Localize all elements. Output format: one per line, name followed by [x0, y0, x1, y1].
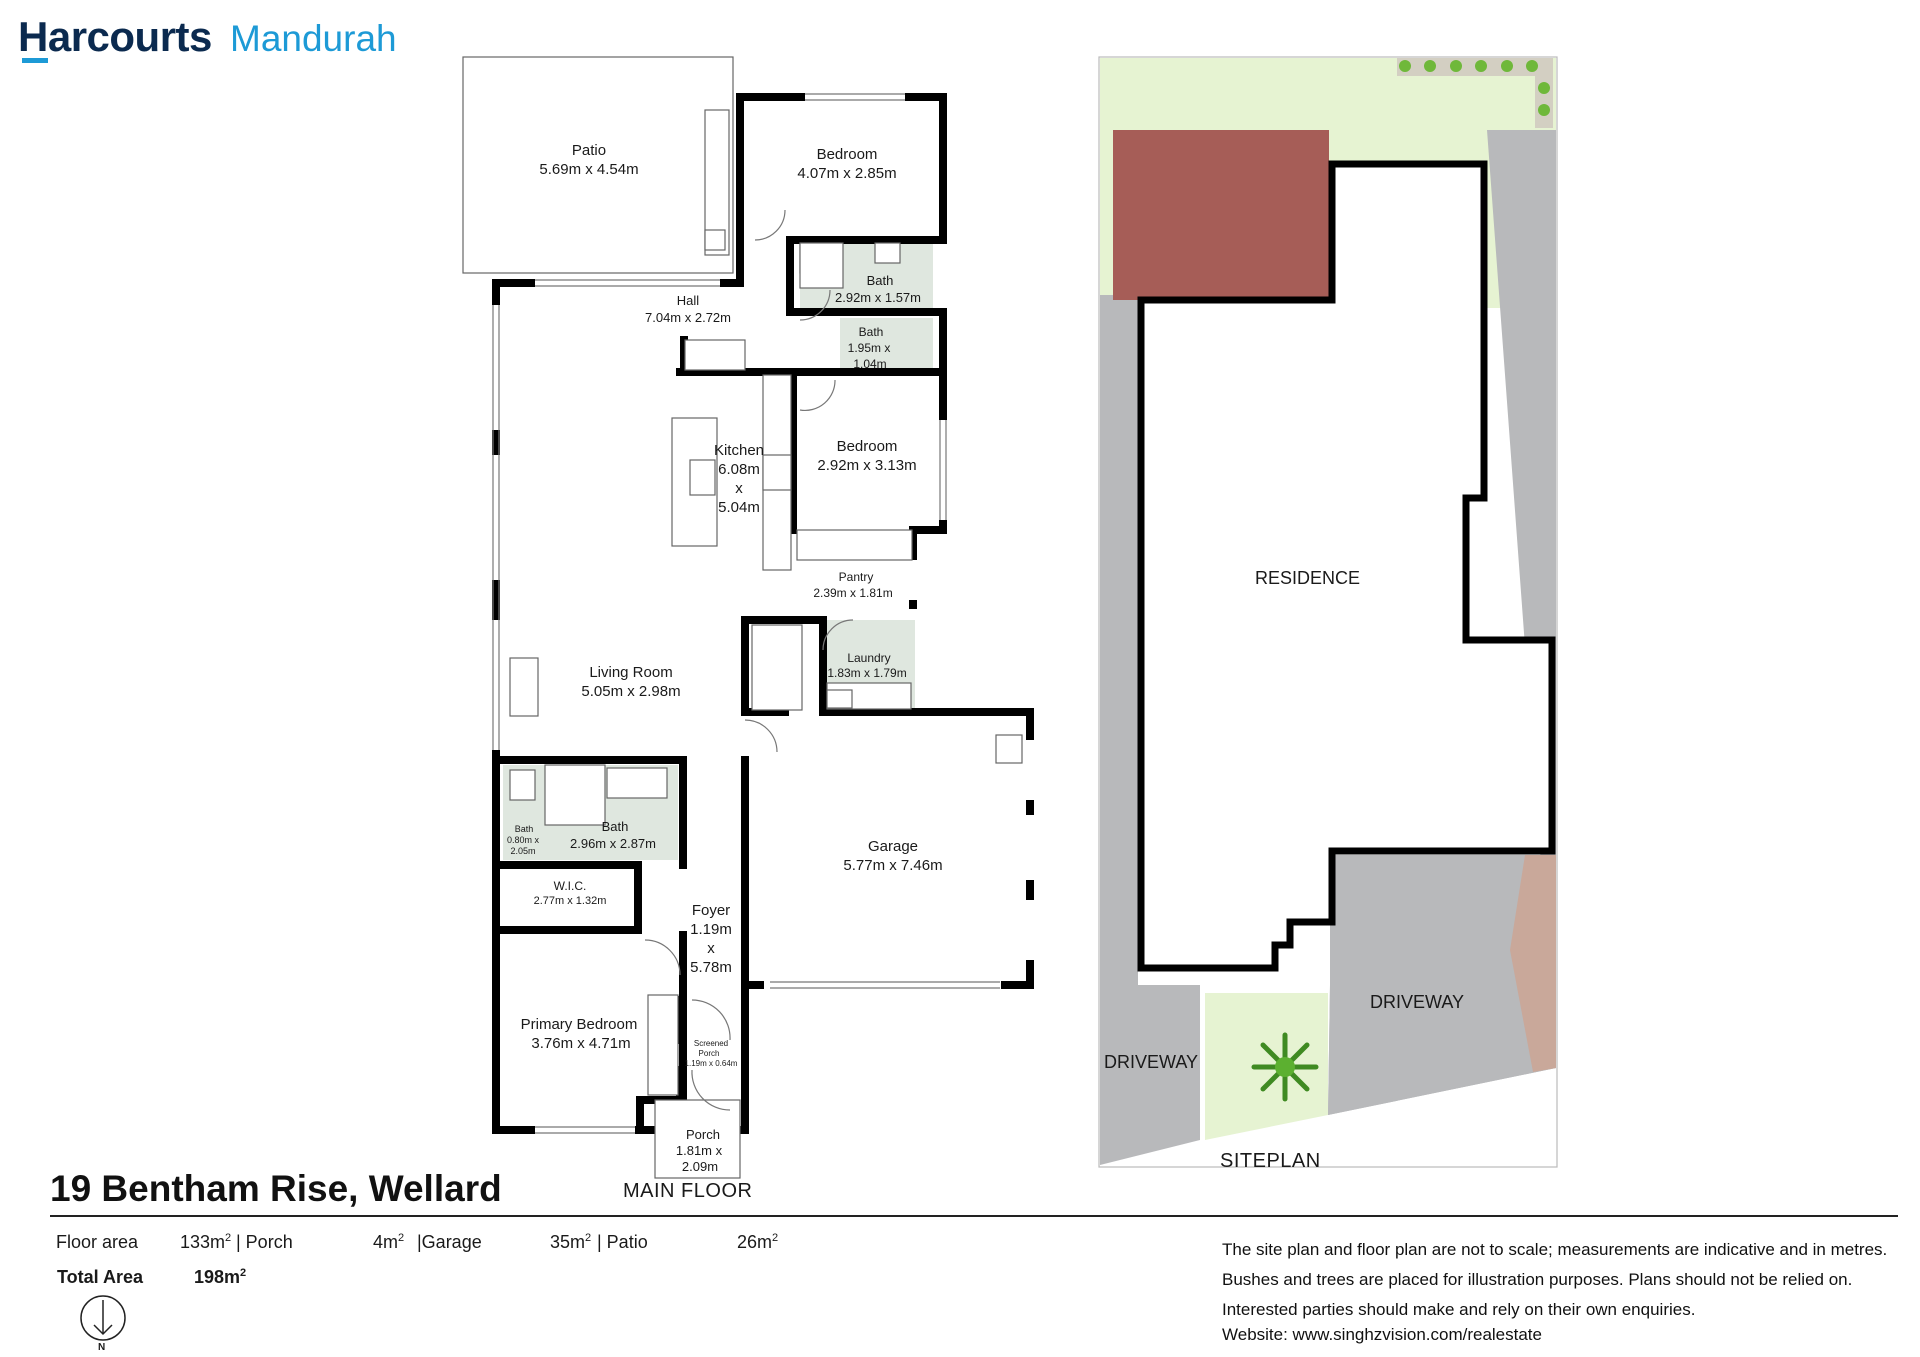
room-patio-dims: 5.69m x 4.54m: [539, 161, 638, 178]
garage-area-value: 35m2: [550, 1232, 592, 1252]
room-garage-dims: 5.77m x 7.46m: [843, 857, 942, 874]
room-pantry-dims: 2.39m x 1.81m: [813, 586, 892, 600]
room-screened-name-2: Porch: [699, 1049, 720, 1058]
room-bedroom1-dims: 4.07m x 2.85m: [797, 165, 896, 182]
patio-area-value: 26m2: [737, 1232, 779, 1252]
room-patio-name: Patio: [572, 142, 606, 159]
room-bath2-dims-1: 1.95m x: [848, 341, 891, 355]
driveway-left: [1100, 875, 1200, 1165]
room-hall-name: Hall: [677, 293, 700, 308]
compass-label: N: [98, 1342, 106, 1353]
room-bath4-dims-2: 2.05m: [510, 846, 535, 856]
room-bedroom2-dims: 2.92m x 3.13m: [817, 457, 916, 474]
room-foyer-dims-1: 1.19m: [690, 921, 732, 938]
room-bath1-dims: 2.92m x 1.57m: [835, 290, 921, 305]
room-living-name: Living Room: [589, 664, 672, 681]
room-porch-dims-2: 2.09m: [682, 1159, 718, 1174]
bath-tiles: [840, 318, 933, 370]
disclaimer-line-2: Bushes and trees are placed for illustra…: [1222, 1270, 1853, 1289]
room-bath4-name: Bath: [515, 824, 534, 834]
room-foyer-dims-3: 5.78m: [690, 959, 732, 976]
room-laundry-name: Laundry: [847, 651, 890, 665]
room-screened-dims: 1.19m x 0.64m: [685, 1059, 738, 1068]
siteplan-title: SITEPLAN: [1220, 1150, 1321, 1172]
room-kitchen-dims-1: 6.08m: [718, 461, 760, 478]
room-living-dims: 5.05m x 2.98m: [581, 683, 680, 700]
room-screened-name-1: Screened: [694, 1039, 728, 1048]
total-area-label: Total Area: [57, 1267, 144, 1287]
website-link[interactable]: Website: www.singhzvision.com/realestate: [1222, 1325, 1542, 1344]
garage-label: |Garage: [417, 1232, 482, 1252]
property-address: 19 Bentham Rise, Wellard: [50, 1168, 502, 1209]
logo-accent-bar: [22, 58, 48, 63]
room-laundry-dims: 1.83m x 1.79m: [827, 666, 906, 680]
brand-logo: Harcourts: [18, 13, 212, 60]
bush-icons: [1397, 58, 1553, 128]
room-bath4-dims-1: 0.80m x: [507, 835, 540, 845]
side-paving-left: [1100, 295, 1138, 875]
room-bath2-name: Bath: [859, 325, 884, 339]
room-kitchen-name: Kitchen: [714, 442, 764, 459]
total-area-value: 198m2: [194, 1267, 247, 1287]
room-foyer-dims-2: x: [707, 940, 715, 957]
room-bath1-name: Bath: [867, 273, 894, 288]
divider: [50, 1215, 1898, 1217]
room-pantry-name: Pantry: [839, 570, 874, 584]
room-kitchen-dims-3: 5.04m: [718, 499, 760, 516]
disclaimer-line-1: The site plan and floor plan are not to …: [1222, 1240, 1888, 1259]
room-bath2-dims-2: 1.04m: [853, 357, 886, 371]
brand-office: Mandurah: [230, 18, 397, 59]
patio-area: [462, 56, 734, 274]
floor-area-label: Floor area: [56, 1232, 139, 1252]
floor-title: MAIN FLOOR: [623, 1180, 753, 1202]
garage-roof: [1113, 130, 1329, 300]
room-bedroom2-name: Bedroom: [837, 438, 898, 455]
floor-area-value: 133m2: [180, 1232, 232, 1252]
room-porch-name: Porch: [686, 1127, 720, 1142]
room-bedroom1-name: Bedroom: [817, 146, 878, 163]
room-wic-name: W.I.C.: [554, 879, 587, 893]
room-hall-dims: 7.04m x 2.72m: [645, 310, 731, 325]
floor-plan: Patio 5.69m x 4.54m Bedroom 4.07m x 2.85…: [462, 56, 1035, 1179]
site-plan: [1098, 56, 1558, 1168]
room-bath3-name: Bath: [602, 819, 629, 834]
driveway-left-label: DRIVEWAY: [1104, 1052, 1199, 1072]
patio-label: | Patio: [597, 1232, 648, 1252]
room-kitchen-dims-2: x: [735, 480, 743, 497]
residence-footprint: [1137, 160, 1556, 972]
disclaimer-line-3: Interested parties should make and rely …: [1222, 1300, 1696, 1319]
room-primary-dims: 3.76m x 4.71m: [531, 1035, 630, 1052]
porch-area-value: 4m2: [373, 1232, 405, 1252]
room-foyer-name: Foyer: [692, 902, 730, 919]
room-porch-dims-1: 1.81m x: [676, 1143, 723, 1158]
driveway-right-label: DRIVEWAY: [1370, 992, 1465, 1012]
residence-label: RESIDENCE: [1255, 568, 1361, 588]
room-primary-name: Primary Bedroom: [521, 1016, 638, 1033]
room-bath3-dims: 2.96m x 2.87m: [570, 836, 656, 851]
neighbour-strip: [1510, 855, 1556, 1072]
porch-label: | Porch: [236, 1232, 293, 1252]
tree-icon: [1251, 1032, 1319, 1102]
room-wic-dims: 2.77m x 1.32m: [534, 895, 607, 907]
room-garage-name: Garage: [868, 838, 918, 855]
